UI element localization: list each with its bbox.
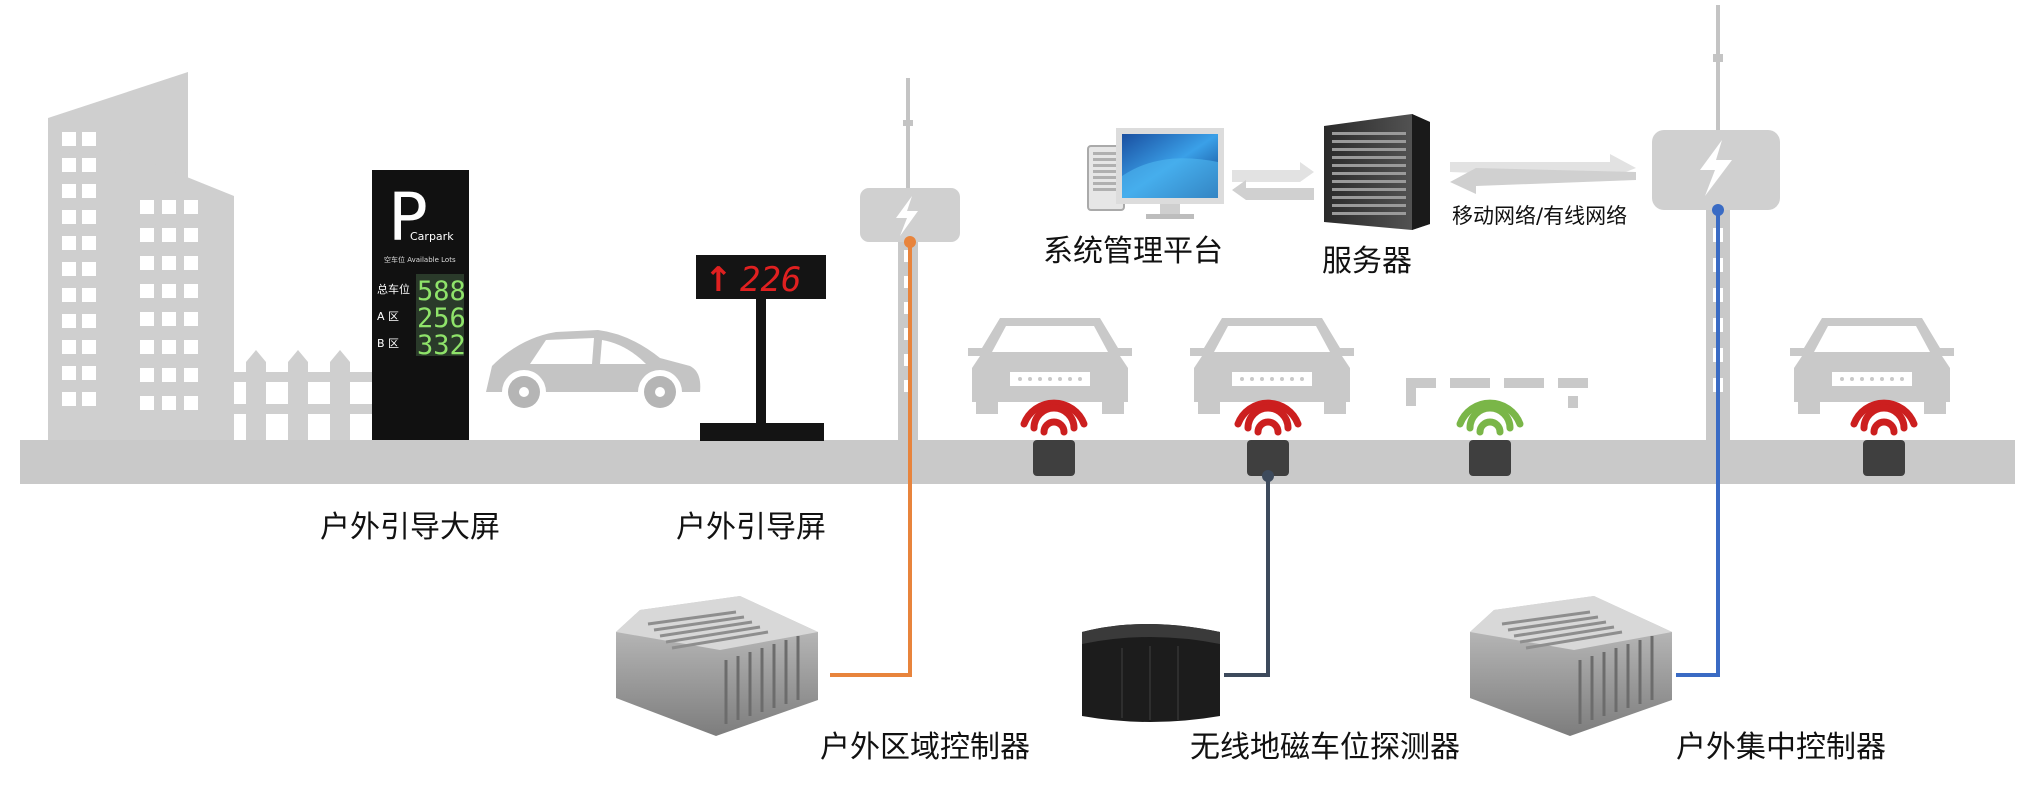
label-outdoor-screen: 户外引导屏 xyxy=(676,510,826,545)
label-outdoor-big-screen: 户外引导大屏 xyxy=(320,510,500,545)
label-area-controller: 户外区域控制器 xyxy=(820,730,1030,765)
guidance-count: 226 xyxy=(740,260,801,300)
parked-car-2 xyxy=(1190,318,1354,414)
sync-arrows-server-network xyxy=(1450,154,1636,194)
label-server: 服务器 xyxy=(1322,244,1412,279)
zone-b-value: 332 xyxy=(417,330,466,361)
label-central-controller: 户外集中控制器 xyxy=(1676,730,1886,765)
road-detectors xyxy=(1033,440,1905,476)
arrow-up-icon: ↑ xyxy=(704,260,733,300)
wire-navy xyxy=(1224,476,1270,677)
parked-car-3 xyxy=(1790,318,1954,414)
wire-blue xyxy=(1676,210,1720,677)
fence xyxy=(234,350,374,440)
zone-a-label: A 区 xyxy=(377,310,399,323)
management-platform-computer xyxy=(1087,128,1224,219)
relay-tower-right xyxy=(1652,5,1780,442)
side-car xyxy=(486,330,701,414)
sync-arrows-platform-server xyxy=(1232,162,1314,200)
parking-logo: P xyxy=(388,179,428,256)
lightning-icon xyxy=(896,196,918,236)
server-rack xyxy=(1324,114,1430,230)
label-management-platform: 系统管理平台 xyxy=(1043,234,1223,269)
road xyxy=(20,440,2015,484)
signal-waves-green xyxy=(1456,399,1524,436)
total-lots-label: 总车位 xyxy=(377,282,410,296)
label-network: 移动网络/有线网络 xyxy=(1452,204,1628,228)
empty-parking-space xyxy=(1406,378,1588,408)
label-detector: 无线地磁车位探测器 xyxy=(1190,730,1460,765)
total-lots-value: 588 xyxy=(417,276,466,307)
lightning-icon xyxy=(1700,140,1732,196)
area-controller-device xyxy=(616,596,818,736)
available-lots-caption: 空车位 Available Lots xyxy=(384,255,456,264)
brand-text: Carpark xyxy=(410,230,454,243)
wire-orange xyxy=(830,242,912,677)
outdoor-big-screen: P Carpark 空车位 Available Lots 总车位 588 A 区… xyxy=(372,170,469,440)
zone-b-label: B 区 xyxy=(377,337,399,350)
zone-a-value: 256 xyxy=(417,303,466,334)
city-buildings xyxy=(48,72,234,440)
detector-device xyxy=(1082,624,1220,722)
central-controller-device xyxy=(1470,596,1672,736)
outdoor-guidance-screen: ↑ 226 xyxy=(696,255,826,441)
parked-car-1 xyxy=(968,318,1132,414)
signal-waves-red xyxy=(1020,399,1918,436)
